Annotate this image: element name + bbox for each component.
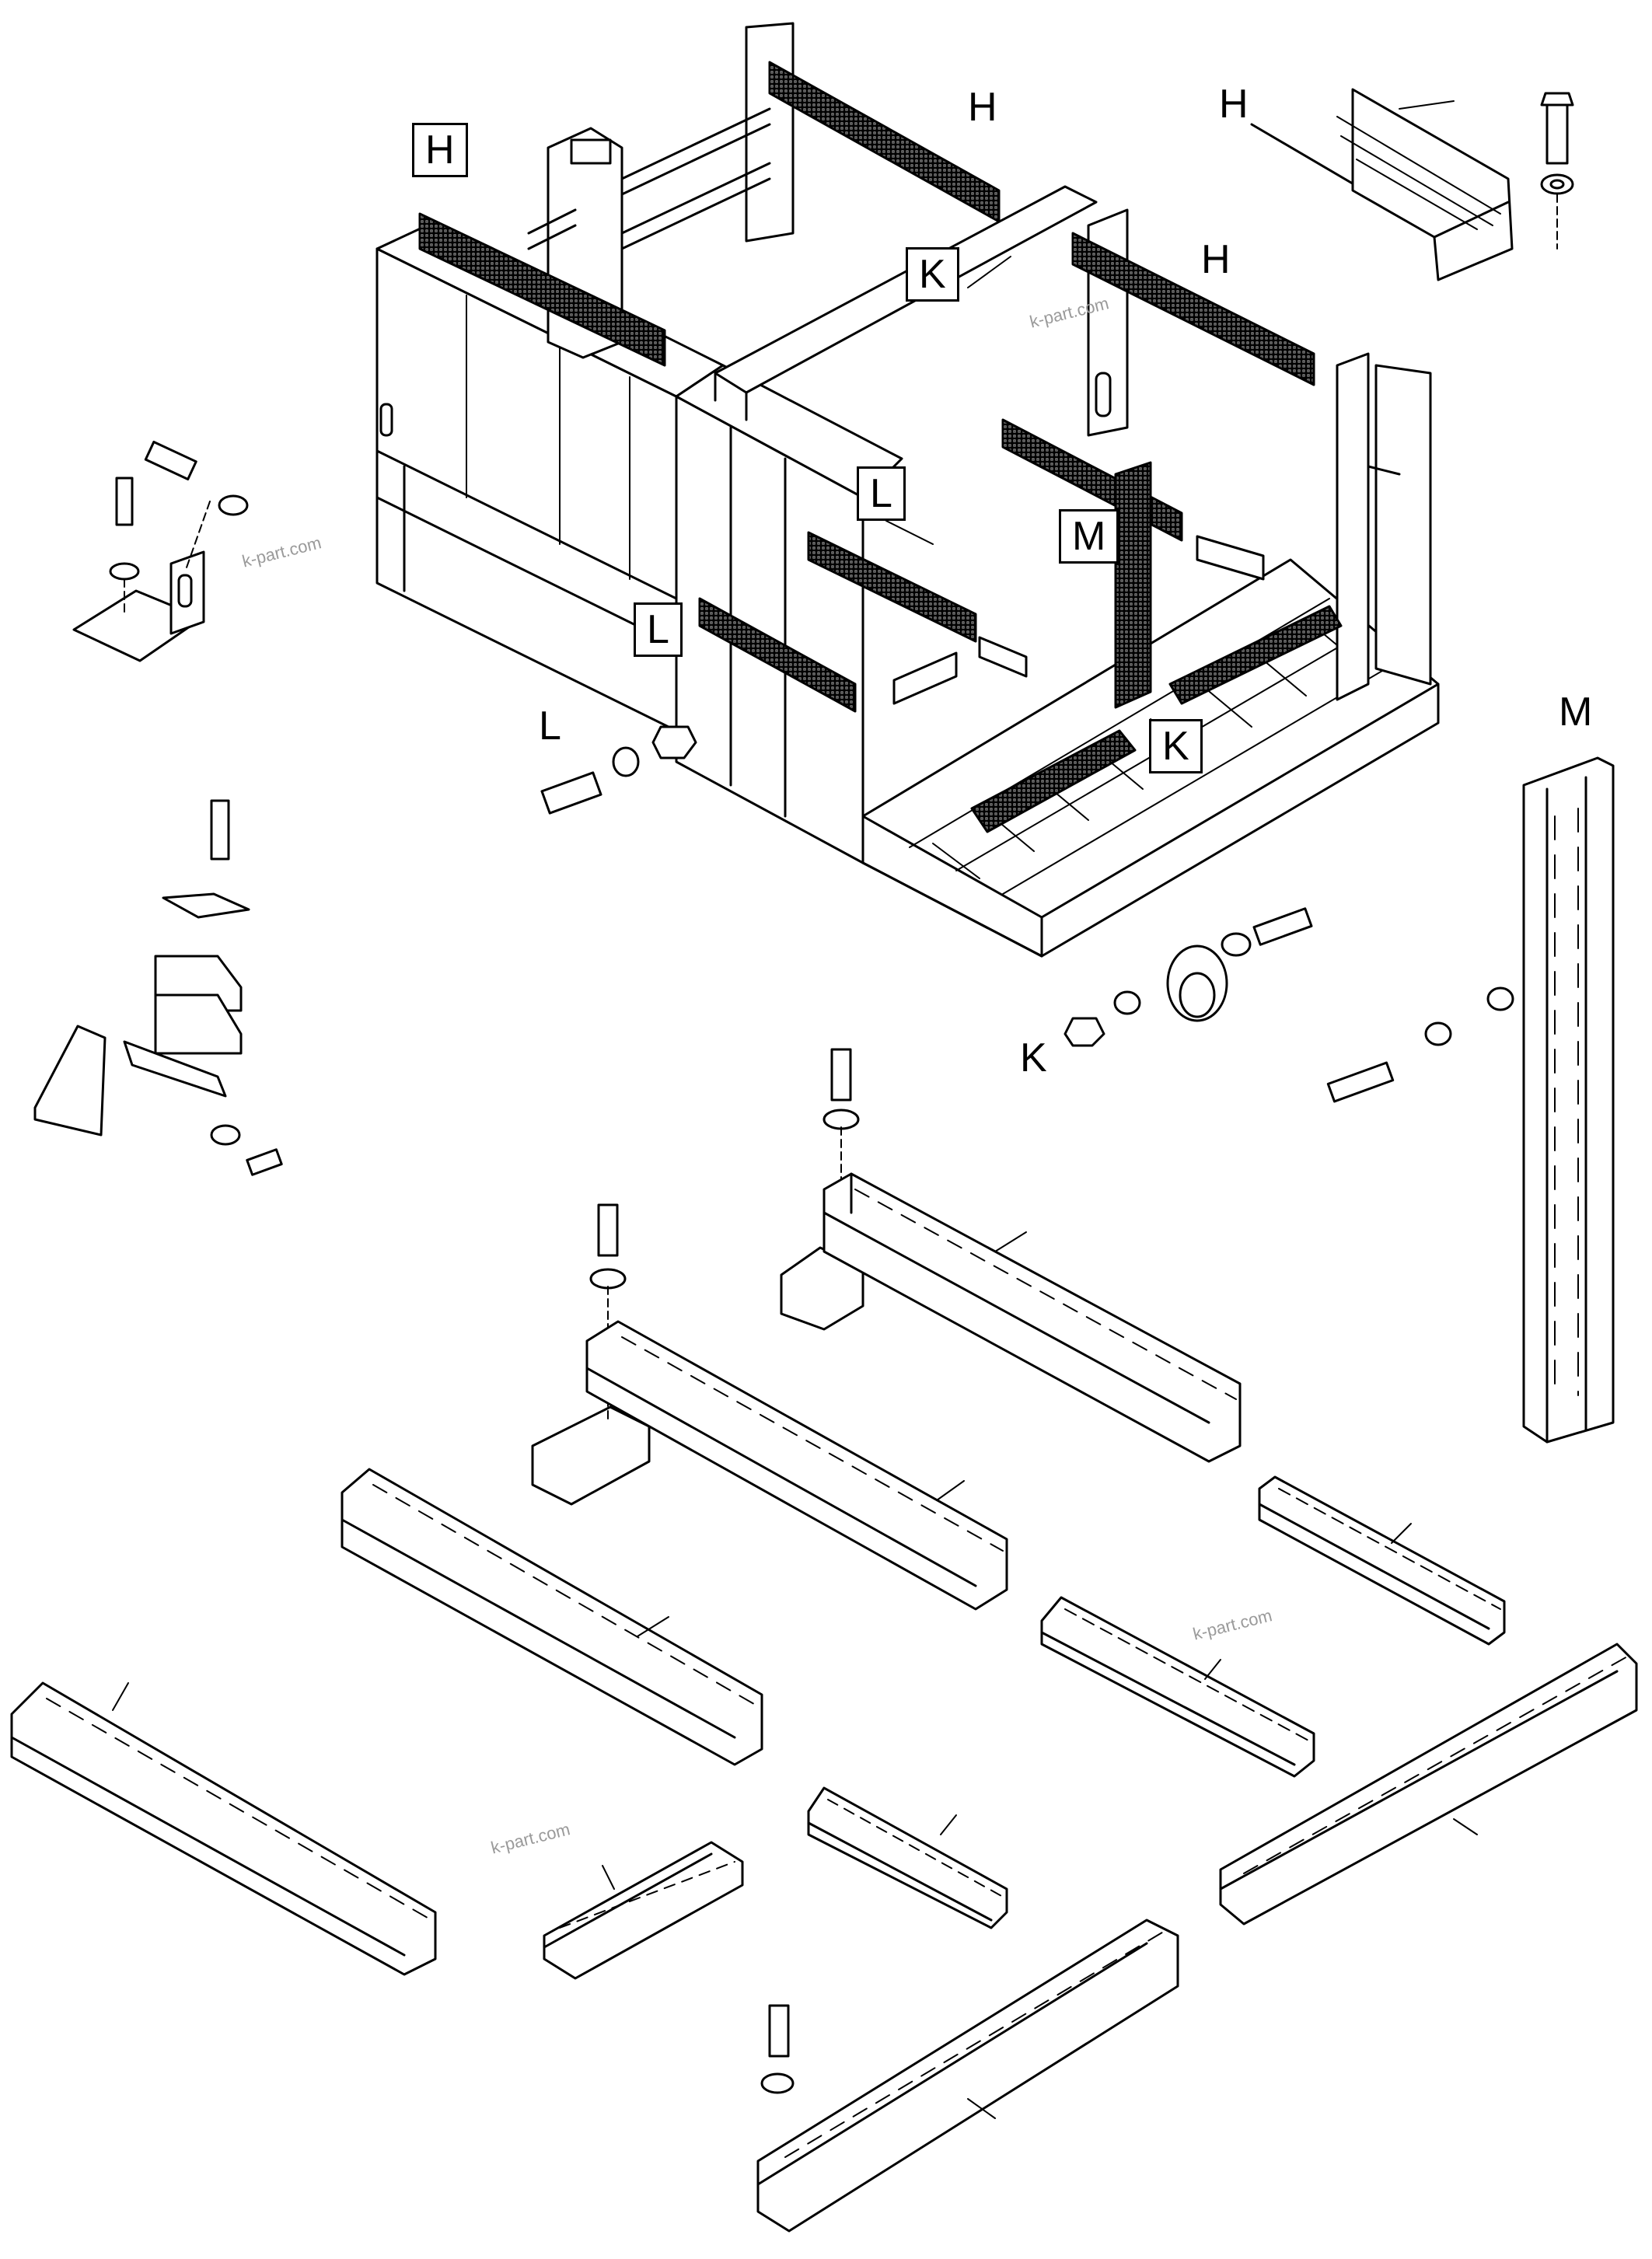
bolt-block-lower	[531, 1203, 651, 1506]
callout-h-right: H	[1219, 82, 1249, 127]
channel-2	[585, 1320, 1008, 1611]
main-frame-assembly	[375, 22, 1440, 958]
channel-8	[543, 1841, 744, 1980]
bolt-bottom	[760, 2004, 795, 2094]
clamp-assembly	[33, 799, 283, 1176]
callout-l-boxed-upper: L	[857, 466, 906, 521]
callout-k-boxed: K	[906, 247, 959, 302]
channel-6	[1040, 1596, 1315, 1778]
callout-leaders	[885, 256, 1011, 545]
h-detail-channel	[1250, 88, 1574, 281]
channel-5	[1258, 1475, 1506, 1646]
m-upright-channel	[1326, 756, 1615, 1444]
callout-k-left: K	[1020, 1035, 1047, 1081]
channel-4	[10, 1681, 437, 1976]
callout-h-top: H	[968, 85, 997, 130]
callout-h-mid: H	[1201, 237, 1231, 282]
callout-m-right: M	[1559, 690, 1593, 735]
callout-k-boxed-lower: K	[1149, 719, 1203, 773]
bolt-block-upper	[780, 1048, 864, 1331]
channel-1	[823, 1172, 1242, 1463]
callout-l-boxed-lower: L	[634, 602, 683, 657]
channel-10	[756, 1919, 1179, 2233]
channel-9	[1219, 1643, 1638, 1926]
callout-m-boxed: M	[1059, 509, 1119, 564]
part-leader-lines	[112, 1231, 1478, 2119]
bracket-assembly-left	[72, 440, 249, 662]
callout-h-boxed: H	[412, 123, 468, 177]
l-fastener-set	[540, 725, 697, 815]
channel-7	[807, 1786, 1008, 1929]
k-clamp-group	[1063, 907, 1313, 1047]
callout-l-plain: L	[539, 704, 561, 749]
channel-3	[341, 1468, 763, 1766]
